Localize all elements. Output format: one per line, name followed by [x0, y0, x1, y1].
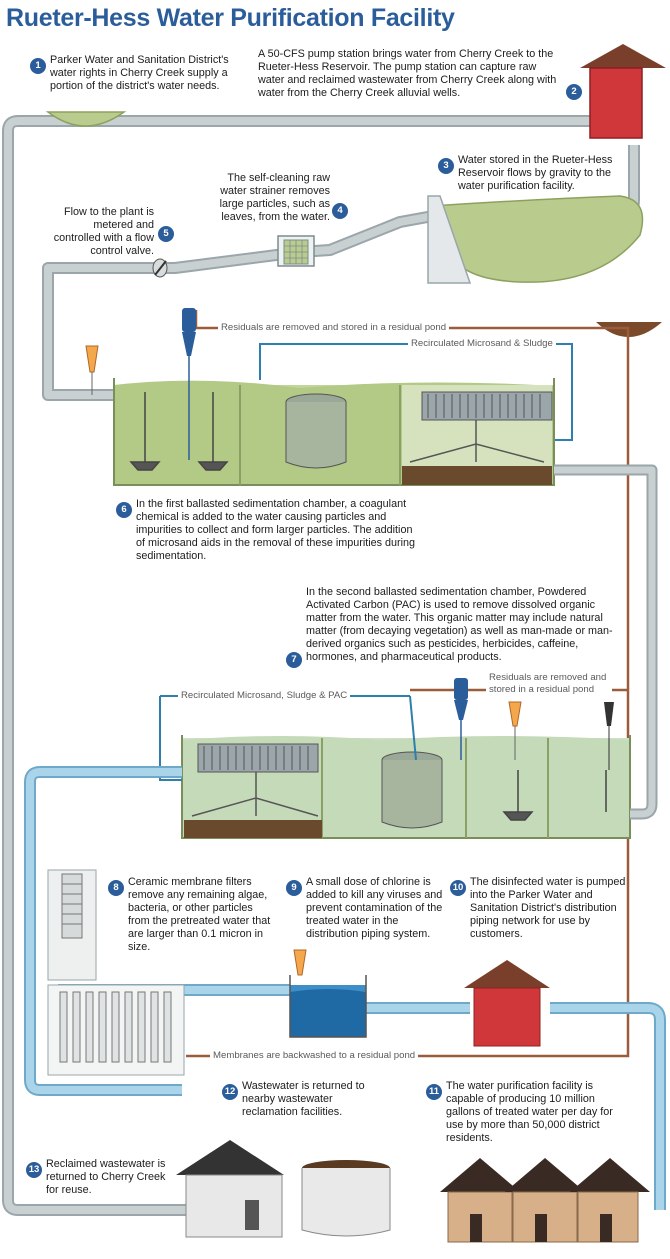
recirculation-label-1: Recirculated Microsand & Sludge	[408, 338, 556, 350]
step-11-badge: 11	[426, 1084, 442, 1100]
step-2-badge: 2	[566, 84, 582, 100]
recirculation-line-1	[259, 343, 573, 441]
residuals-label-2: Residuals are removed and stored in a re…	[486, 672, 612, 696]
step-6-text: In the first ballasted sedimentation cha…	[136, 498, 416, 562]
step-12-badge: 12	[222, 1084, 238, 1100]
wastewater-reclamation-facility	[176, 1140, 391, 1238]
pump-station-building	[580, 44, 666, 139]
pac-injector	[454, 678, 468, 760]
step-10-text: The disinfected water is pumped into the…	[470, 876, 626, 940]
backwash-label: Membranes are backwashed to a residual p…	[210, 1050, 419, 1062]
step-9-text: A small dose of chlorine is added to kil…	[306, 876, 443, 940]
step-13-text: Reclaimed wastewater is returned to Cher…	[46, 1158, 166, 1196]
step-10-badge: 10	[450, 880, 466, 896]
step-6-badge: 6	[116, 502, 132, 518]
step-9-badge: 9	[286, 880, 302, 896]
raw-water-strainer	[277, 235, 315, 267]
step-8-badge: 8	[108, 880, 124, 896]
chemical-feed-orange-2	[508, 701, 522, 760]
step-5-badge: 5	[158, 226, 174, 242]
step-7-text: In the second ballasted sedimentation ch…	[306, 586, 613, 663]
chemical-feed-black	[604, 702, 614, 770]
sedimentation-chamber-1	[113, 378, 555, 486]
ceramic-membrane-filters	[47, 869, 185, 1076]
step-4-badge: 4	[332, 203, 348, 219]
distribution-pump-house	[464, 960, 550, 1047]
flow-control-valve	[152, 258, 168, 278]
step-3-text: Water stored in the Rueter-Hess Reservoi…	[458, 154, 613, 192]
district-homes	[440, 1158, 650, 1243]
step-3-badge: 3	[438, 158, 454, 174]
chlorine-contact-basin	[289, 949, 367, 1038]
residuals-label-1: Residuals are removed and stored in a re…	[218, 322, 450, 334]
microsand-injector-1	[182, 308, 196, 460]
dam	[427, 195, 472, 284]
step-1-text: Parker Water and Sanitation District's w…	[50, 54, 229, 92]
step-13-badge: 13	[26, 1162, 42, 1178]
step-12-text: Wastewater is returned to nearby wastewa…	[242, 1080, 365, 1118]
step-2-text: A 50-CFS pump station brings water from …	[258, 48, 557, 99]
step-4-text: The self-cleaning raw water strainer rem…	[219, 172, 330, 223]
step-8-text: Ceramic membrane filters remove any rema…	[128, 876, 271, 953]
step-1-badge: 1	[30, 58, 46, 74]
step-11-text: The water purification facility is capab…	[446, 1080, 613, 1144]
page-title: Rueter-Hess Water Purification Facility	[6, 4, 455, 32]
coagulant-feed	[85, 345, 99, 395]
sedimentation-chamber-2	[181, 735, 631, 839]
step-5-text: Flow to the plant is metered and control…	[53, 206, 154, 257]
cherry-creek	[45, 111, 127, 127]
step-7-badge: 7	[286, 652, 302, 668]
rueter-hess-reservoir	[427, 195, 644, 284]
recirculation-label-2: Recirculated Microsand, Sludge & PAC	[178, 690, 351, 702]
